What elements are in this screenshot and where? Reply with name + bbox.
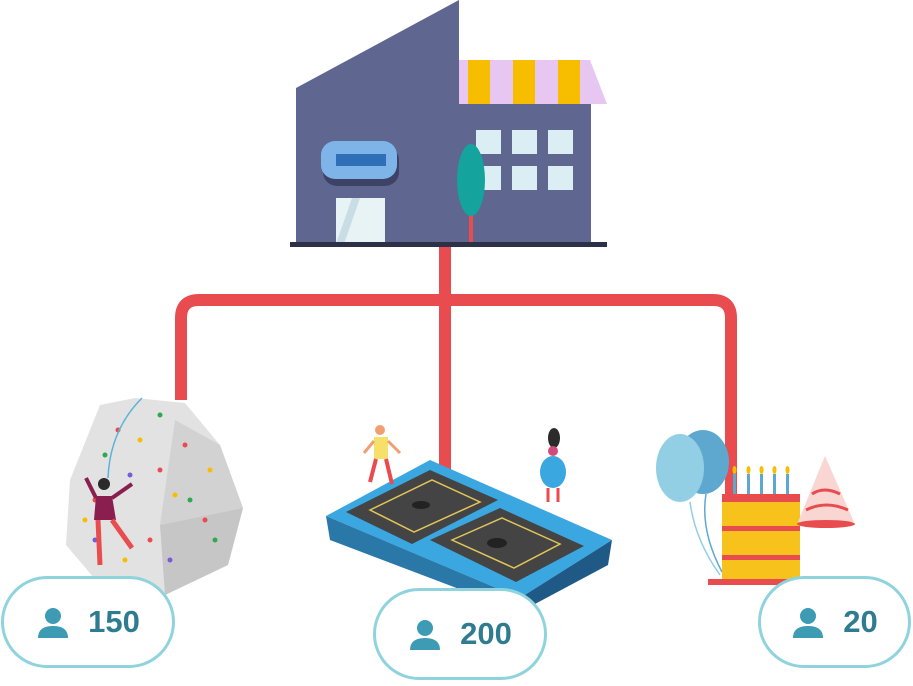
connector-lines (175, 246, 737, 495)
climbing-wall-icon (66, 397, 243, 595)
building-icon (290, 0, 607, 247)
person-icon (793, 608, 824, 638)
capacity-badge-climbing: 150 (1, 576, 175, 668)
capacity-count: 20 (843, 604, 878, 639)
capacity-badge-trampoline: 200 (373, 588, 547, 680)
capacity-badge-party: 20 (758, 576, 911, 668)
trampoline-icon (326, 425, 612, 612)
person-icon (410, 620, 441, 650)
party-icon (656, 430, 855, 585)
capacity-count: 200 (460, 616, 512, 651)
capacity-count: 150 (88, 604, 140, 639)
person-icon (38, 608, 69, 638)
